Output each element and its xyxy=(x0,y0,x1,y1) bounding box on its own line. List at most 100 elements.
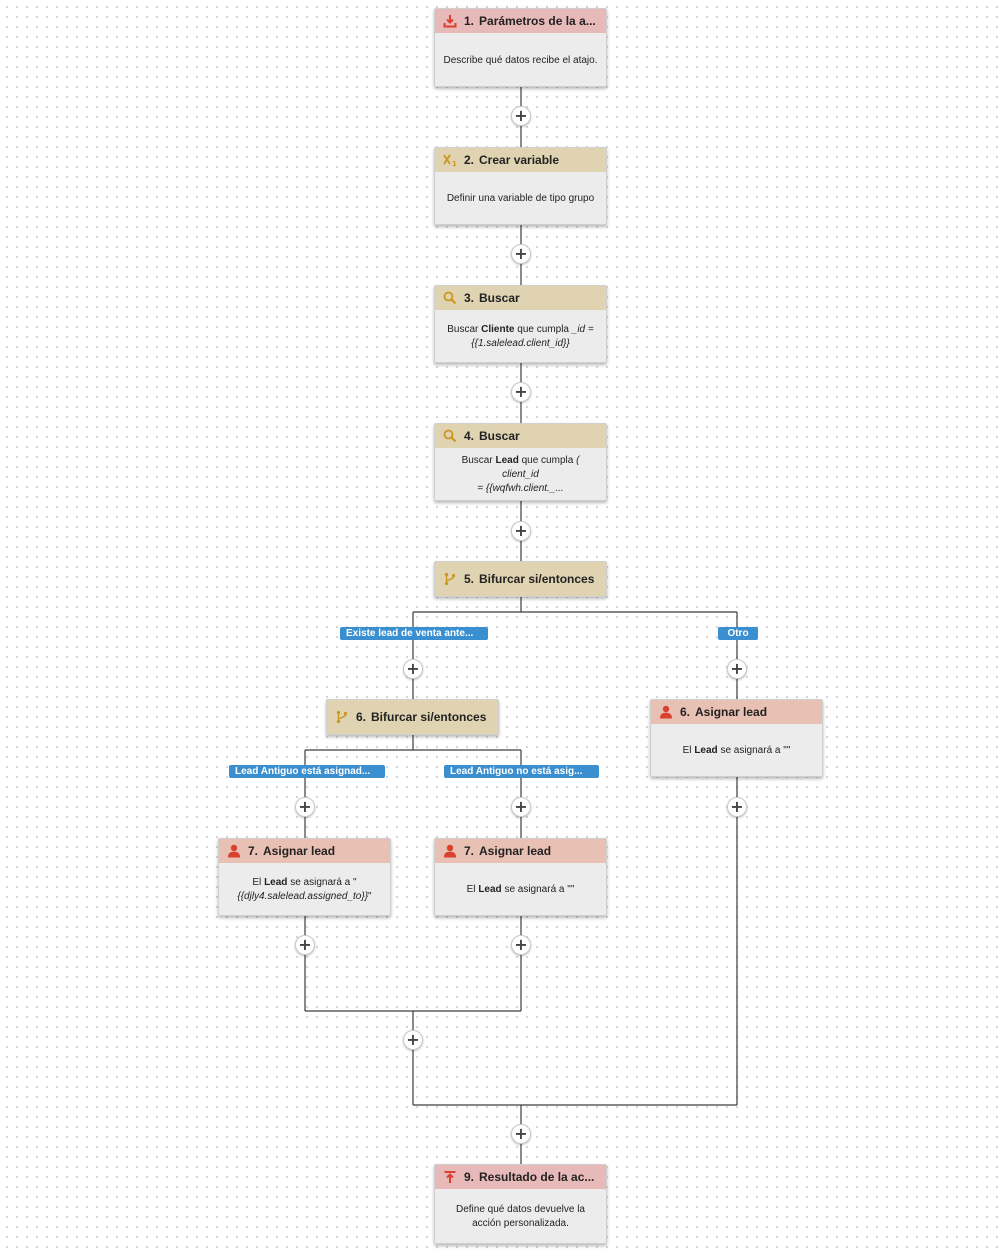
branch-label-lead-asignado[interactable]: Lead Antiguo está asignad... xyxy=(229,765,385,778)
add-step-button[interactable]: + xyxy=(403,659,423,679)
variable-icon: 1 xyxy=(443,153,457,167)
step-title: Asignar lead xyxy=(479,844,552,858)
step-7-assign-lead-card-left[interactable]: 7. Asignar lead El Lead se asignará a " … xyxy=(218,838,391,916)
add-step-button[interactable]: + xyxy=(511,106,531,126)
step-title: Asignar lead xyxy=(695,705,768,719)
step-number: 7. xyxy=(248,844,259,858)
step-9-result-card[interactable]: 9. Resultado de la ac... Define qué dato… xyxy=(434,1164,607,1244)
add-step-button[interactable]: + xyxy=(511,244,531,264)
desc-prefix: El xyxy=(682,745,692,756)
person-icon xyxy=(443,844,457,858)
desc-mid: se asignará a xyxy=(720,745,781,756)
step-9-header: 9. Resultado de la ac... xyxy=(435,1165,606,1189)
step-title: Crear variable xyxy=(479,153,560,167)
desc-quote-close: " xyxy=(368,891,372,902)
step-description: El Lead se asignará a " {{djly4.salelead… xyxy=(219,863,390,917)
svg-text:1: 1 xyxy=(452,160,457,167)
add-step-button[interactable]: + xyxy=(295,797,315,817)
description-text: Describe qué datos recibe el atajo. xyxy=(443,54,598,66)
step-description: Buscar Cliente que cumpla _id = {{1.sale… xyxy=(435,310,606,364)
step-description: El Lead se asignará a "" xyxy=(651,724,822,778)
step-1-header: 1. Parámetros de la a... xyxy=(435,9,606,33)
step-7-assign-lead-card-right[interactable]: 7. Asignar lead El Lead se asignará a "" xyxy=(434,838,607,916)
step-title: Buscar xyxy=(479,429,520,443)
description-text: Definir una variable de tipo grupo xyxy=(446,193,595,204)
desc-prefix: Buscar xyxy=(461,455,493,466)
step-title: Bifurcar si/entonces xyxy=(479,572,595,586)
step-number: 6. xyxy=(356,710,367,724)
step-number: 4. xyxy=(464,429,475,443)
desc-entity: Lead xyxy=(478,884,502,895)
desc-mid: se asignará a xyxy=(290,877,351,888)
search-icon xyxy=(443,429,457,443)
desc-entity: Lead xyxy=(264,877,288,888)
step-6-assign-lead-card[interactable]: 6. Asignar lead El Lead se asignará a "" xyxy=(650,699,823,777)
step-description: Define qué datos devuelve la acción pers… xyxy=(435,1189,606,1245)
step-title: Resultado de la ac... xyxy=(479,1170,595,1184)
desc-mid: que cumpla xyxy=(517,324,569,335)
desc-mid: que cumpla xyxy=(521,455,574,466)
step-number: 2. xyxy=(464,153,475,167)
step-title: Asignar lead xyxy=(263,844,336,858)
desc-value: "" xyxy=(783,745,791,756)
step-description: El Lead se asignará a "" xyxy=(435,863,606,917)
step-description: Describe qué datos recibe el atajo. xyxy=(435,33,606,88)
step-1-parameters-card[interactable]: 1. Parámetros de la a... Describe qué da… xyxy=(434,8,607,87)
add-step-button[interactable]: + xyxy=(511,797,531,817)
step-title: Parámetros de la a... xyxy=(479,14,596,28)
desc-field: _id = xyxy=(571,324,594,335)
step-6-header: 6. Bifurcar si/entonces xyxy=(327,700,498,734)
branch-label-otro[interactable]: Otro xyxy=(718,627,758,640)
branch-label-existe-lead[interactable]: Existe lead de venta ante... xyxy=(340,627,488,640)
search-icon xyxy=(443,291,457,305)
step-4-header: 4. Buscar xyxy=(435,424,606,448)
desc-entity: Lead xyxy=(495,455,519,466)
step-5-branch-card[interactable]: 5. Bifurcar si/entonces xyxy=(434,561,607,597)
step-2-header: 1 2. Crear variable xyxy=(435,148,606,172)
add-step-button[interactable]: + xyxy=(511,1124,531,1144)
branch-label-lead-no-asignado[interactable]: Lead Antiguo no está asig... xyxy=(444,765,599,778)
desc-prefix: El xyxy=(466,884,476,895)
step-description: Buscar Lead que cumpla ( client_id = {{w… xyxy=(435,448,606,502)
description-text: Define qué datos devuelve la acción pers… xyxy=(456,1204,585,1229)
desc-expression: {{1.salelead.client_id}} xyxy=(471,338,570,349)
desc-expression: {{djly4.salelead.assigned_to}} xyxy=(237,891,369,902)
desc-entity: Cliente xyxy=(481,324,515,335)
add-step-button[interactable]: + xyxy=(511,521,531,541)
step-7-header: 7. Asignar lead xyxy=(435,839,606,863)
add-step-button[interactable]: + xyxy=(403,1030,423,1050)
step-number: 5. xyxy=(464,572,475,586)
add-step-button[interactable]: + xyxy=(511,382,531,402)
desc-prefix: Buscar xyxy=(447,324,479,335)
download-icon xyxy=(443,14,457,28)
step-6-assign-header: 6. Asignar lead xyxy=(651,700,822,724)
branch-icon xyxy=(335,710,349,724)
step-number: 6. xyxy=(680,705,691,719)
step-description: Definir una variable de tipo grupo xyxy=(435,172,606,226)
output-icon xyxy=(443,1170,457,1184)
desc-field: ( client_id xyxy=(502,455,580,480)
person-icon xyxy=(227,844,241,858)
step-6-branch-card[interactable]: 6. Bifurcar si/entonces xyxy=(326,699,499,735)
step-7-header: 7. Asignar lead xyxy=(219,839,390,863)
desc-value: "" xyxy=(567,884,575,895)
step-title: Buscar xyxy=(479,291,520,305)
step-3-search-card[interactable]: 3. Buscar Buscar Cliente que cumpla _id … xyxy=(434,285,607,363)
branch-icon xyxy=(443,572,457,586)
desc-expression: = {{wqfwh.client._... xyxy=(477,483,564,494)
step-2-create-variable-card[interactable]: 1 2. Crear variable Definir una variable… xyxy=(434,147,607,225)
desc-mid: se asignará a xyxy=(504,884,565,895)
step-5-header: 5. Bifurcar si/entonces xyxy=(435,562,606,596)
step-number: 3. xyxy=(464,291,475,305)
step-number: 1. xyxy=(464,14,475,28)
step-4-search-card[interactable]: 4. Buscar Buscar Lead que cumpla ( clien… xyxy=(434,423,607,501)
step-title: Bifurcar si/entonces xyxy=(371,710,487,724)
add-step-button[interactable]: + xyxy=(727,797,747,817)
add-step-button[interactable]: + xyxy=(727,659,747,679)
desc-prefix: El xyxy=(252,877,262,888)
step-number: 9. xyxy=(464,1170,475,1184)
add-step-button[interactable]: + xyxy=(511,935,531,955)
add-step-button[interactable]: + xyxy=(295,935,315,955)
